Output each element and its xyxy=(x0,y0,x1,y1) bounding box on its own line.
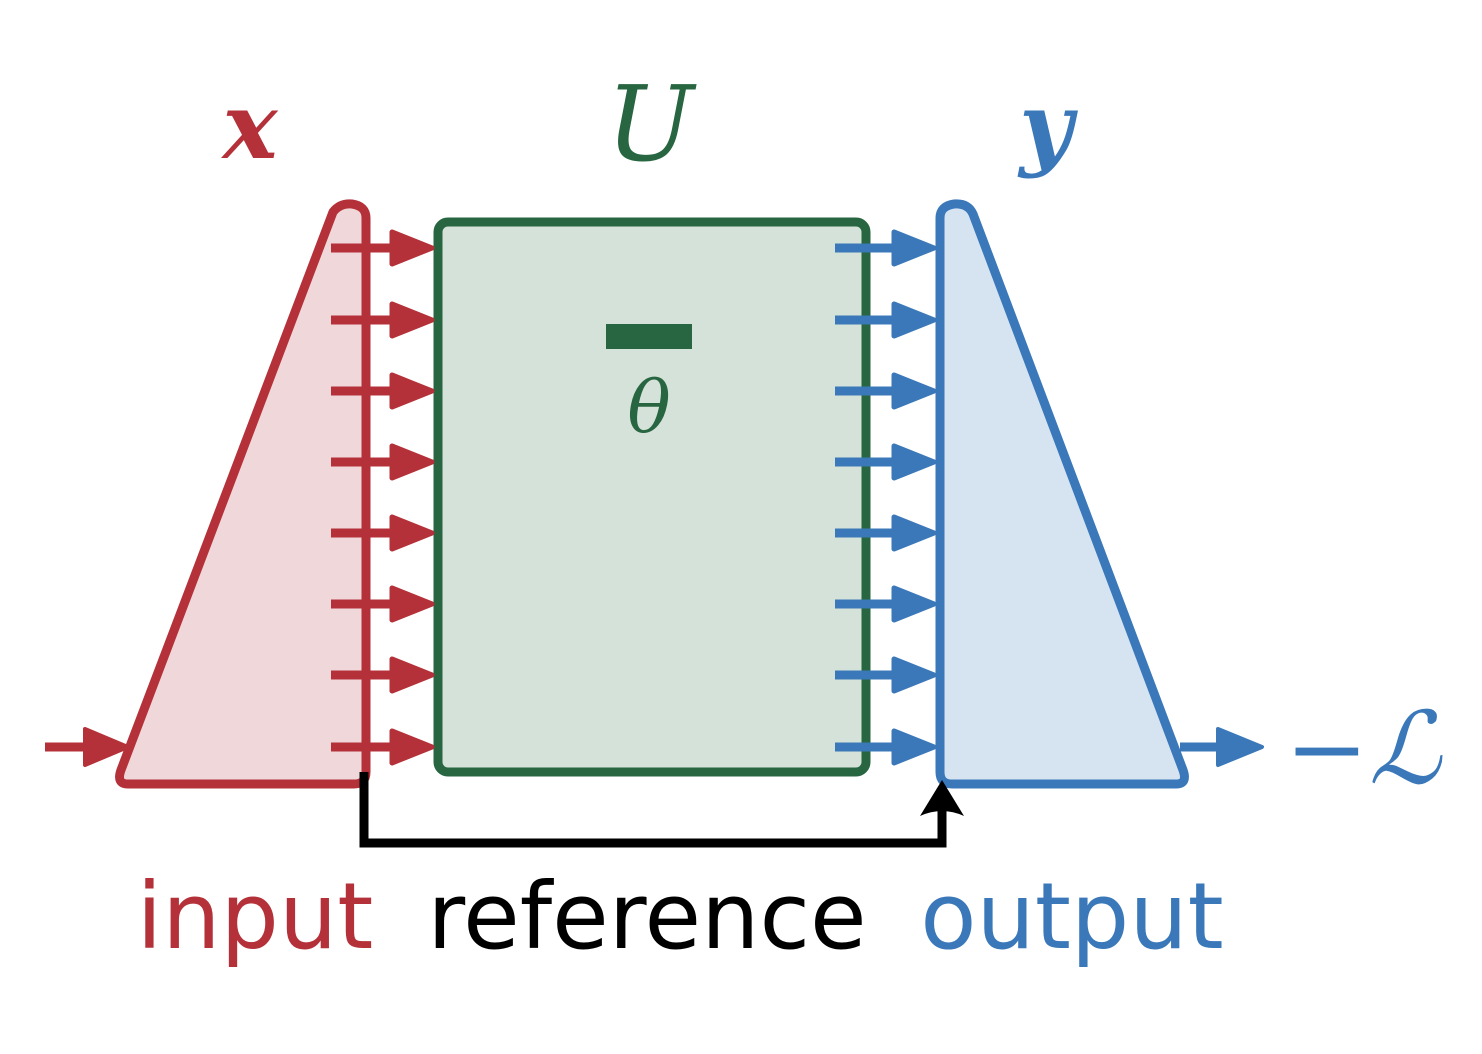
output-wire-arrow xyxy=(835,728,937,766)
output-wire-arrow xyxy=(835,443,937,481)
label-output: output xyxy=(920,863,1223,970)
input-wire-arrow xyxy=(331,443,435,481)
input-encoder-shape xyxy=(115,199,371,789)
input-wire-arrow xyxy=(331,514,435,552)
input-wire-arrow xyxy=(331,301,435,339)
loss-arrow xyxy=(1180,727,1264,767)
unitary-box xyxy=(433,217,871,777)
output-wire-arrow xyxy=(835,514,937,552)
input-arrow xyxy=(45,727,130,767)
label-reference: reference xyxy=(427,863,866,970)
input-wire-arrow xyxy=(331,372,435,410)
output-wire-arrow xyxy=(835,585,937,623)
output-wire-arrow xyxy=(835,301,937,339)
input-wire-arrow xyxy=(331,585,435,623)
theta-parameter-bar xyxy=(606,324,692,349)
input-wire-arrow xyxy=(331,229,435,267)
output-wire-arrow xyxy=(835,229,937,267)
input-wire-arrow xyxy=(331,728,435,766)
output-wire-arrow xyxy=(835,372,937,410)
output-wire-arrow xyxy=(835,656,937,694)
label-input: input xyxy=(137,863,374,970)
label-x: x xyxy=(221,72,279,180)
reference-arrowhead-icon xyxy=(920,780,964,816)
label-U: U xyxy=(606,63,697,185)
label-y: y xyxy=(1017,72,1078,180)
label-loss: −ℒ xyxy=(1285,690,1443,807)
input-wire-arrow xyxy=(331,656,435,694)
reference-connector xyxy=(359,772,964,848)
label-theta: θ xyxy=(627,365,670,449)
output-decoder-shape xyxy=(935,199,1189,789)
